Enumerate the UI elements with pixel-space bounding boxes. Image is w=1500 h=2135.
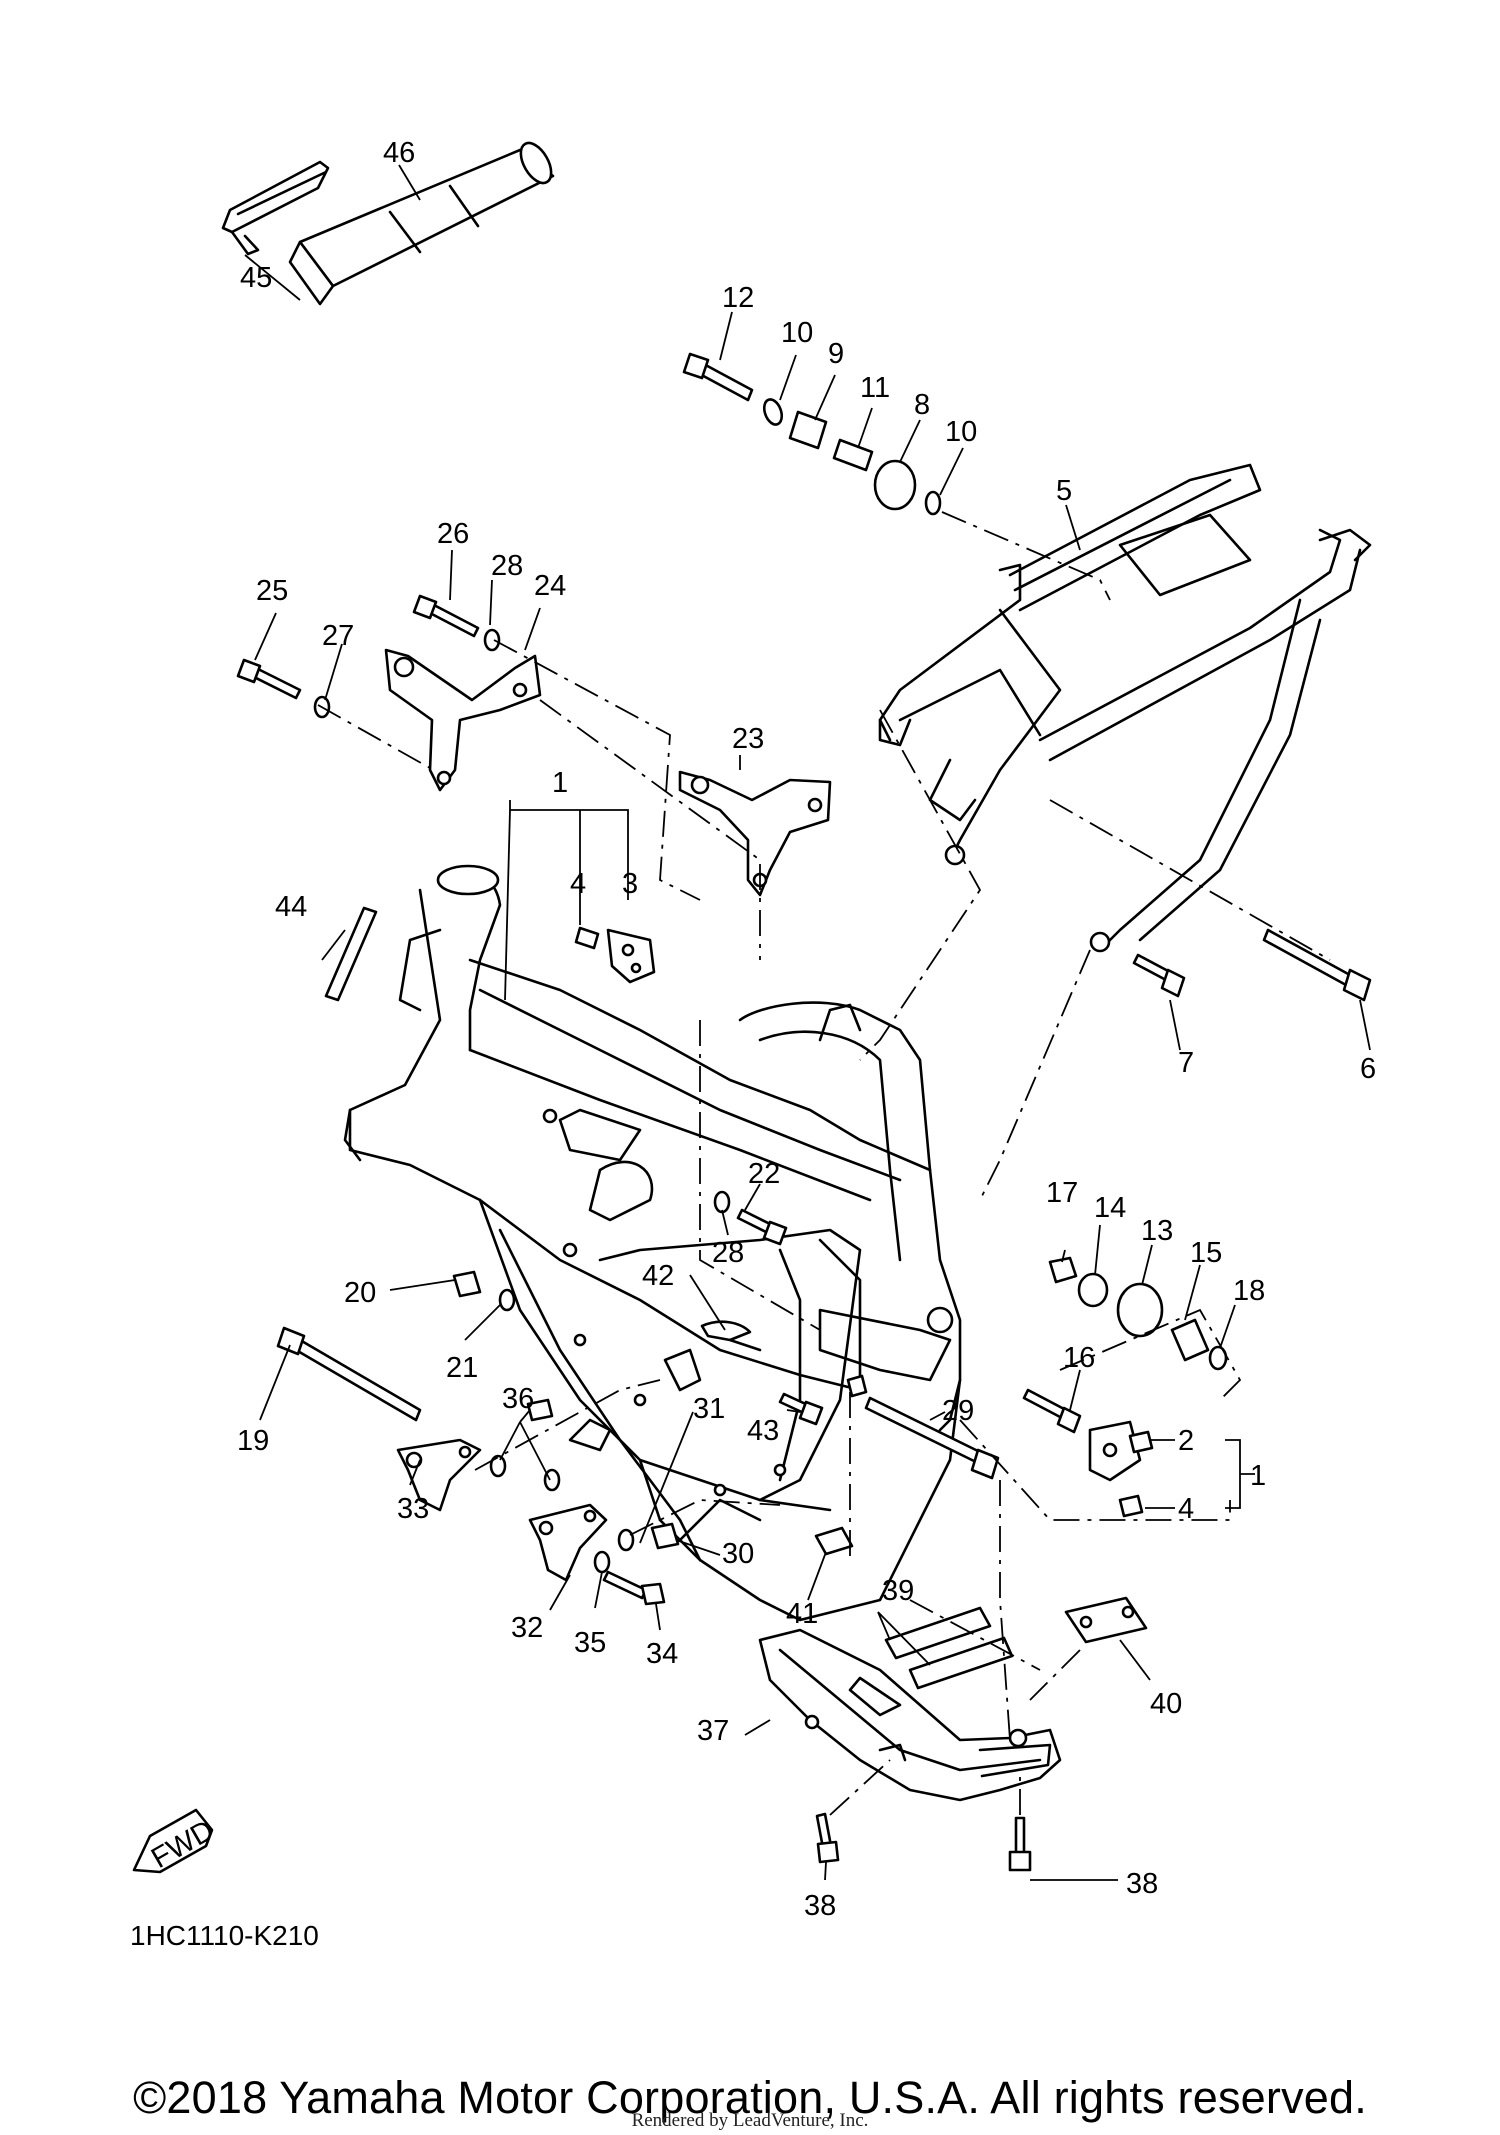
callout-14: 14	[1094, 1192, 1126, 1224]
callout-labels: 46 45 12 10 9 11 8 10 5 26 28 24 25 27 2…	[237, 137, 1376, 1922]
diagram-code: 1HC1110-K210	[130, 1920, 319, 1951]
lower-bracket-parts	[526, 1398, 680, 1606]
callout-37: 37	[697, 1715, 729, 1747]
main-frame-part	[343, 864, 962, 1622]
callout-8: 8	[914, 389, 930, 421]
callout-10a: 10	[781, 317, 813, 349]
callout-45: 45	[240, 262, 272, 294]
callout-32: 32	[511, 1612, 543, 1644]
callout-20: 20	[344, 1277, 376, 1309]
callout-6: 6	[1360, 1053, 1376, 1085]
leader-lines	[244, 164, 1371, 1881]
callout-17: 17	[1046, 1177, 1078, 1209]
lower-left-mount-parts	[276, 1270, 516, 1512]
rear-frame-bolt-set	[682, 352, 942, 516]
right-bracket-parts	[1022, 1388, 1154, 1518]
lower-long-bolt	[864, 1396, 1000, 1480]
callout-1b: 1	[1250, 1460, 1266, 1492]
callout-39: 39	[882, 1575, 914, 1607]
skid-plate-bolts	[815, 1812, 1032, 1872]
callout-4b: 4	[1178, 1493, 1194, 1525]
callout-15: 15	[1190, 1237, 1222, 1269]
callout-43: 43	[747, 1415, 779, 1447]
callout-7: 7	[1178, 1047, 1194, 1079]
callout-29: 29	[942, 1395, 974, 1427]
frame-tab-parts-upper	[574, 926, 656, 984]
callout-19: 19	[237, 1425, 269, 1457]
socket-tool-part	[288, 141, 555, 306]
subframe-bolts	[1132, 928, 1372, 1002]
callout-33: 33	[397, 1493, 429, 1525]
callout-3: 3	[622, 868, 638, 900]
callout-40: 40	[1150, 1688, 1182, 1720]
callout-12: 12	[722, 282, 754, 314]
callout-38b: 38	[1126, 1868, 1158, 1900]
callout-5: 5	[1056, 475, 1072, 507]
callout-28a: 28	[491, 550, 523, 582]
callout-36: 36	[502, 1383, 534, 1415]
spanner-wrench-part	[221, 160, 330, 256]
callout-42: 42	[642, 1260, 674, 1292]
callout-38a: 38	[804, 1890, 836, 1922]
callout-10b: 10	[945, 416, 977, 448]
callout-16: 16	[1063, 1342, 1095, 1374]
callout-35: 35	[574, 1627, 606, 1659]
callout-44: 44	[275, 891, 307, 923]
assembly-lines	[317, 511, 1331, 1816]
frame-small-parts	[700, 1190, 868, 1426]
skid-plate-pads	[814, 1526, 1148, 1690]
callout-9: 9	[828, 338, 844, 370]
callout-31: 31	[693, 1393, 725, 1425]
frame-decal-part	[324, 906, 378, 1002]
callout-41: 41	[786, 1598, 818, 1630]
fwd-arrow-icon: FWD	[132, 1808, 219, 1875]
callout-24: 24	[534, 570, 566, 602]
skid-plate-part	[758, 1628, 1062, 1802]
callout-25: 25	[256, 575, 288, 607]
callout-23: 23	[732, 723, 764, 755]
engine-brackets-upper	[384, 648, 832, 897]
part-drawings: FWD	[132, 141, 1372, 1875]
callout-34: 34	[646, 1638, 678, 1670]
callout-30: 30	[722, 1538, 754, 1570]
rendered-by-credit: Rendered by LeadVenture, Inc.	[631, 2110, 869, 2131]
callout-46: 46	[383, 137, 415, 169]
engine-mount-set	[1048, 1256, 1228, 1371]
callout-2: 2	[1178, 1425, 1194, 1457]
copyright-notice: ©2018 Yamaha Motor Corporation, U.S.A. A…	[133, 2072, 1367, 2123]
rear-subframe-part	[878, 463, 1372, 953]
callout-11: 11	[860, 372, 890, 404]
callout-4a: 4	[570, 868, 586, 900]
callout-27: 27	[322, 620, 354, 652]
callout-21: 21	[446, 1352, 478, 1384]
callout-1a: 1	[552, 767, 568, 799]
callout-28b: 28	[712, 1237, 744, 1269]
callout-18: 18	[1233, 1275, 1265, 1307]
callout-13: 13	[1141, 1215, 1173, 1247]
callout-22: 22	[748, 1158, 780, 1190]
callout-26: 26	[437, 518, 469, 550]
